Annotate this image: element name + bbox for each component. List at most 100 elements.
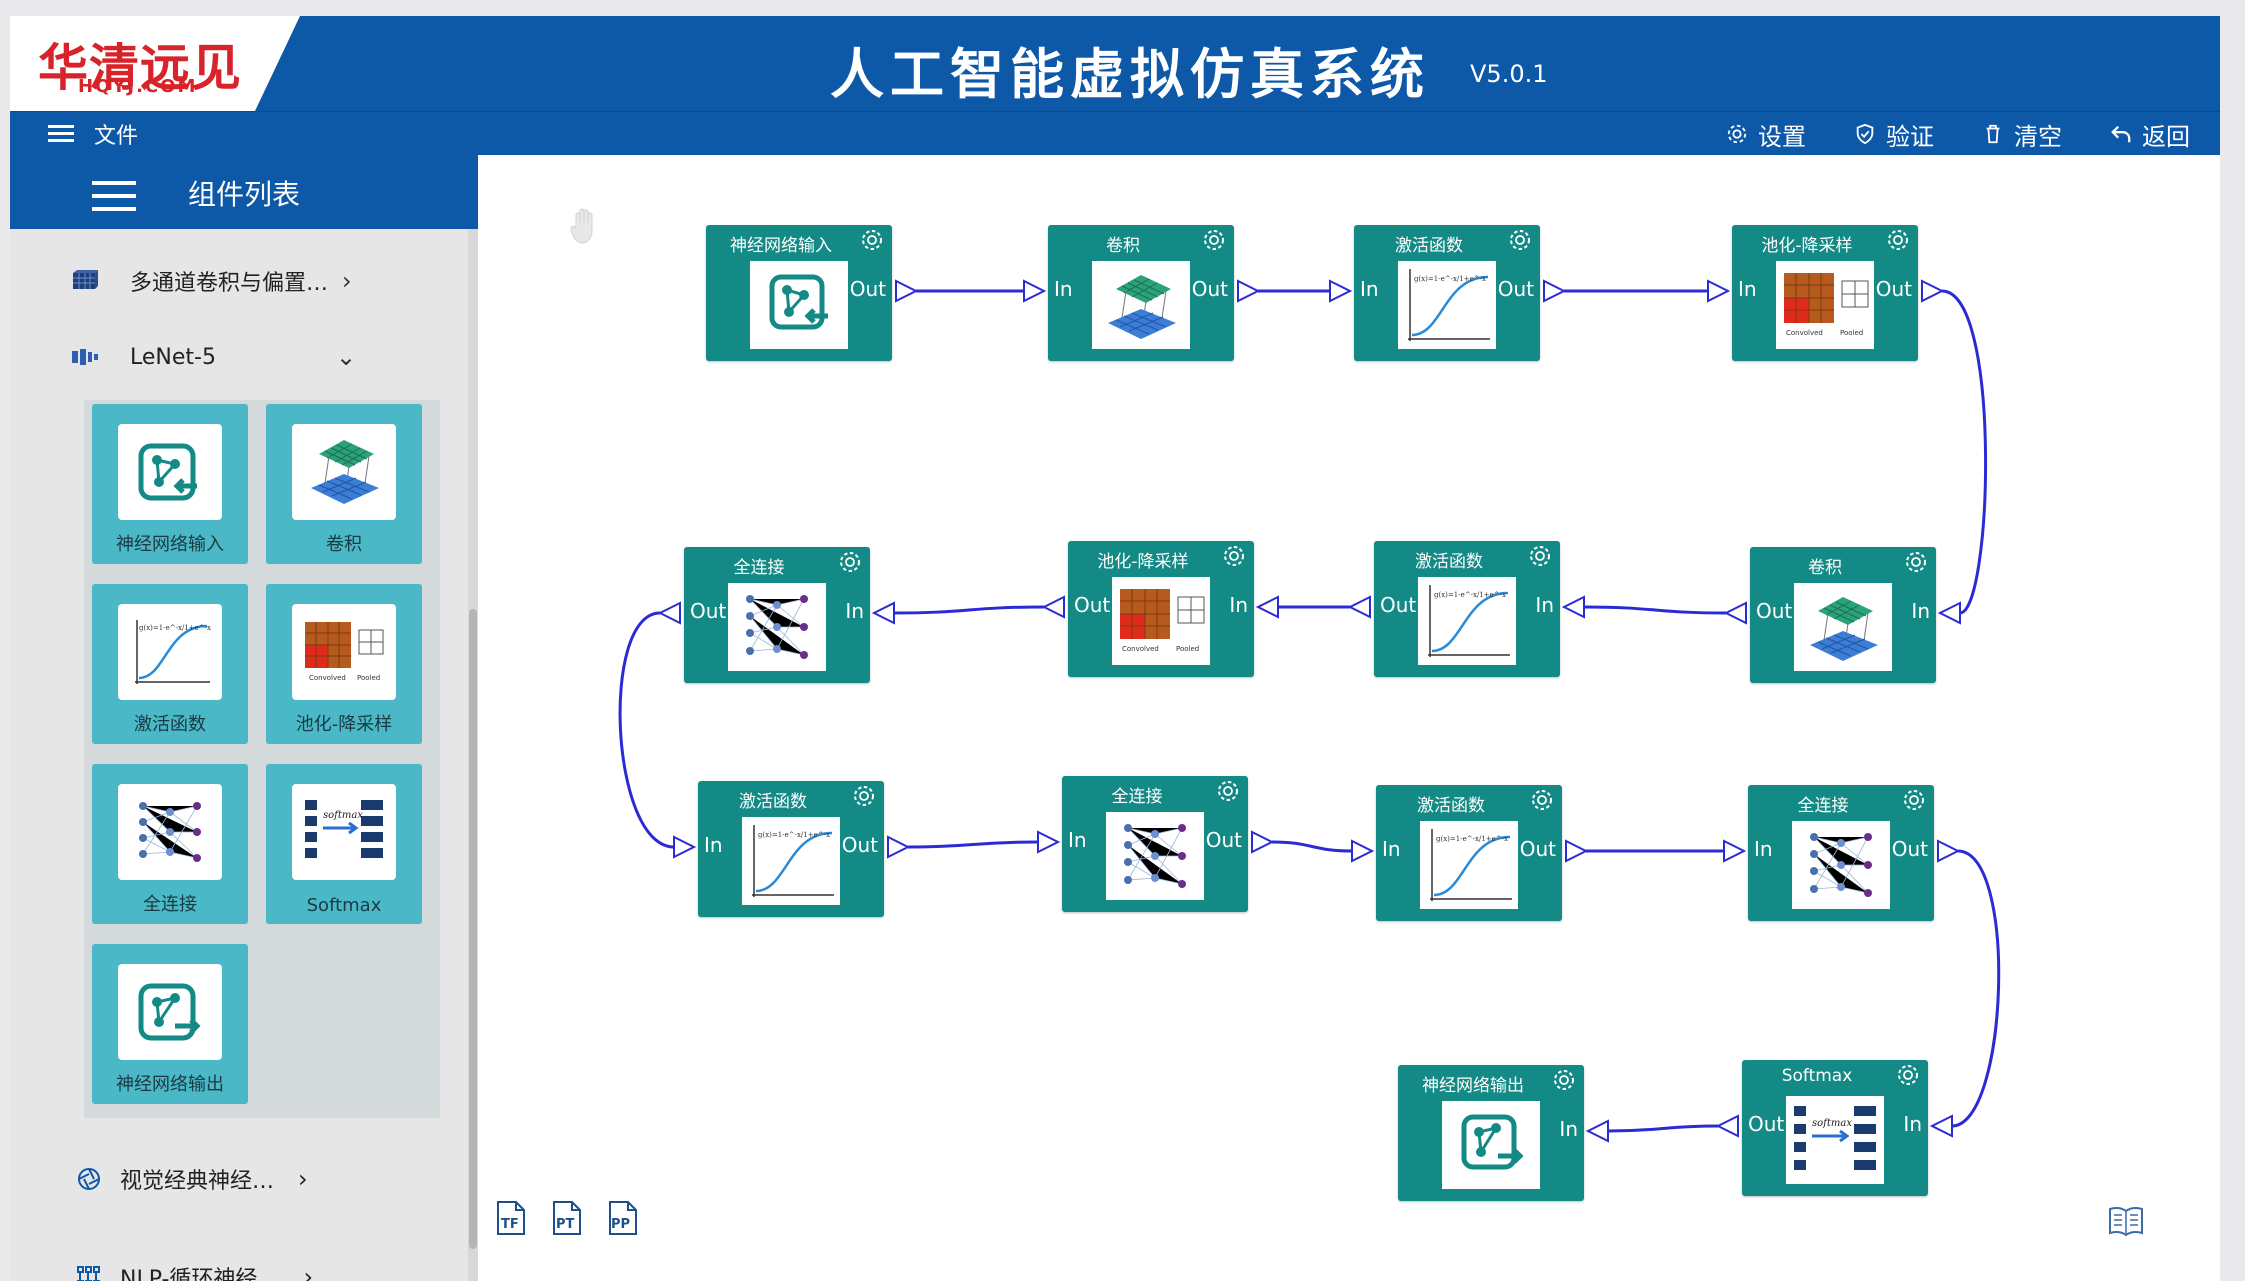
port-out[interactable]: Out [849,277,886,301]
connection-wire[interactable] [618,611,675,849]
in-port-arrow[interactable] [1255,595,1279,619]
connection-wire[interactable] [1941,289,1988,615]
in-port-arrow[interactable] [1707,279,1731,303]
out-port-arrow[interactable] [1715,1114,1739,1138]
settings-button[interactable]: 设置 [1726,117,1806,152]
hand-pan-icon[interactable] [568,205,602,245]
in-port-arrow[interactable] [1937,601,1961,625]
in-port-arrow[interactable] [1329,279,1353,303]
out-port-arrow[interactable] [887,835,911,859]
out-port-arrow[interactable] [1347,595,1371,619]
sidebar-scrollbar[interactable] [468,229,478,1281]
in-port-arrow[interactable] [1037,830,1061,854]
port-out[interactable]: Out [1380,593,1417,617]
connection-wire[interactable] [907,840,1039,849]
gear-icon[interactable] [852,784,876,808]
gear-icon[interactable] [1508,228,1532,252]
port-in[interactable]: In [1754,837,1773,861]
group-vision[interactable]: 视觉经典神经… › [76,1163,308,1195]
out-port-arrow[interactable] [657,601,681,625]
tile-fully-connected[interactable]: 全连接 [92,764,248,924]
gear-icon[interactable] [1902,788,1926,812]
back-button[interactable]: 返回 [2110,117,2190,152]
in-port-arrow[interactable] [1023,279,1047,303]
out-port-arrow[interactable] [1041,595,1065,619]
in-port-arrow[interactable] [1351,839,1375,863]
tile-nn-output[interactable]: 神经网络输出 [92,944,248,1104]
port-in[interactable]: In [1068,828,1087,852]
gear-icon[interactable] [1222,544,1246,568]
sidebar-toggle-icon[interactable] [92,181,136,211]
open-book-icon[interactable] [2108,1205,2144,1237]
tile-nn-input[interactable]: 神经网络输入 [92,404,248,564]
port-in[interactable]: In [704,833,723,857]
port-in[interactable]: In [845,599,864,623]
connection-wire[interactable] [1951,849,2001,1128]
connection-wire[interactable] [1607,1124,1719,1133]
tile-conv[interactable]: 卷积 [266,404,422,564]
port-out[interactable]: Out [1205,828,1242,852]
gear-icon[interactable] [860,228,884,252]
port-out[interactable]: Out [1191,277,1228,301]
port-out[interactable]: Out [841,833,878,857]
gear-icon[interactable] [1530,788,1554,812]
port-in[interactable]: In [1911,599,1930,623]
out-port-arrow[interactable] [1543,279,1567,303]
gear-icon[interactable] [1896,1063,1920,1087]
port-out[interactable]: Out [1074,593,1111,617]
gear-icon[interactable] [1216,779,1240,803]
pytorch-file-icon[interactable]: PT [550,1200,582,1236]
out-port-arrow[interactable] [895,279,919,303]
out-port-arrow[interactable] [1937,839,1961,863]
group-multichannel[interactable]: 多通道卷积与偏置… › [70,265,352,297]
out-port-arrow[interactable] [1723,601,1747,625]
connection-wire[interactable] [1271,840,1353,853]
group-nlp[interactable]: NLP-循环神经… › [76,1261,313,1281]
gear-icon[interactable] [1552,1068,1576,1092]
in-port-arrow[interactable] [1585,1119,1609,1143]
gear-icon[interactable] [838,550,862,574]
gear-icon[interactable] [1886,228,1910,252]
gear-icon[interactable] [1528,544,1552,568]
out-port-arrow[interactable] [1251,830,1275,854]
tile-activation[interactable]: g(x)=1-e^-x/1+e^-x 激活函数 [92,584,248,744]
scrollbar-thumb[interactable] [469,609,477,1249]
gear-icon[interactable] [1202,228,1226,252]
port-in[interactable]: In [1535,593,1554,617]
port-in[interactable]: In [1054,277,1073,301]
in-port-arrow[interactable] [1929,1114,1953,1138]
in-port-arrow[interactable] [871,601,895,625]
paddle-file-icon[interactable]: PP [606,1200,638,1236]
group-lenet[interactable]: LeNet-5 ⌄ [70,343,356,371]
port-in[interactable]: In [1360,277,1379,301]
tensorflow-file-icon[interactable]: TF [494,1200,526,1236]
out-port-arrow[interactable] [1921,279,1945,303]
clear-button[interactable]: 清空 [1982,117,2062,152]
in-port-arrow[interactable] [1723,839,1747,863]
gear-icon[interactable] [1904,550,1928,574]
validate-button[interactable]: 验证 [1854,117,1934,152]
port-out[interactable]: Out [1497,277,1534,301]
connection-wire[interactable] [1583,605,1727,615]
out-port-arrow[interactable] [1565,839,1589,863]
file-menu[interactable]: 文件 [48,112,138,156]
port-out[interactable]: Out [1519,837,1556,861]
connection-wire[interactable] [893,605,1045,615]
port-in[interactable]: In [1382,837,1401,861]
